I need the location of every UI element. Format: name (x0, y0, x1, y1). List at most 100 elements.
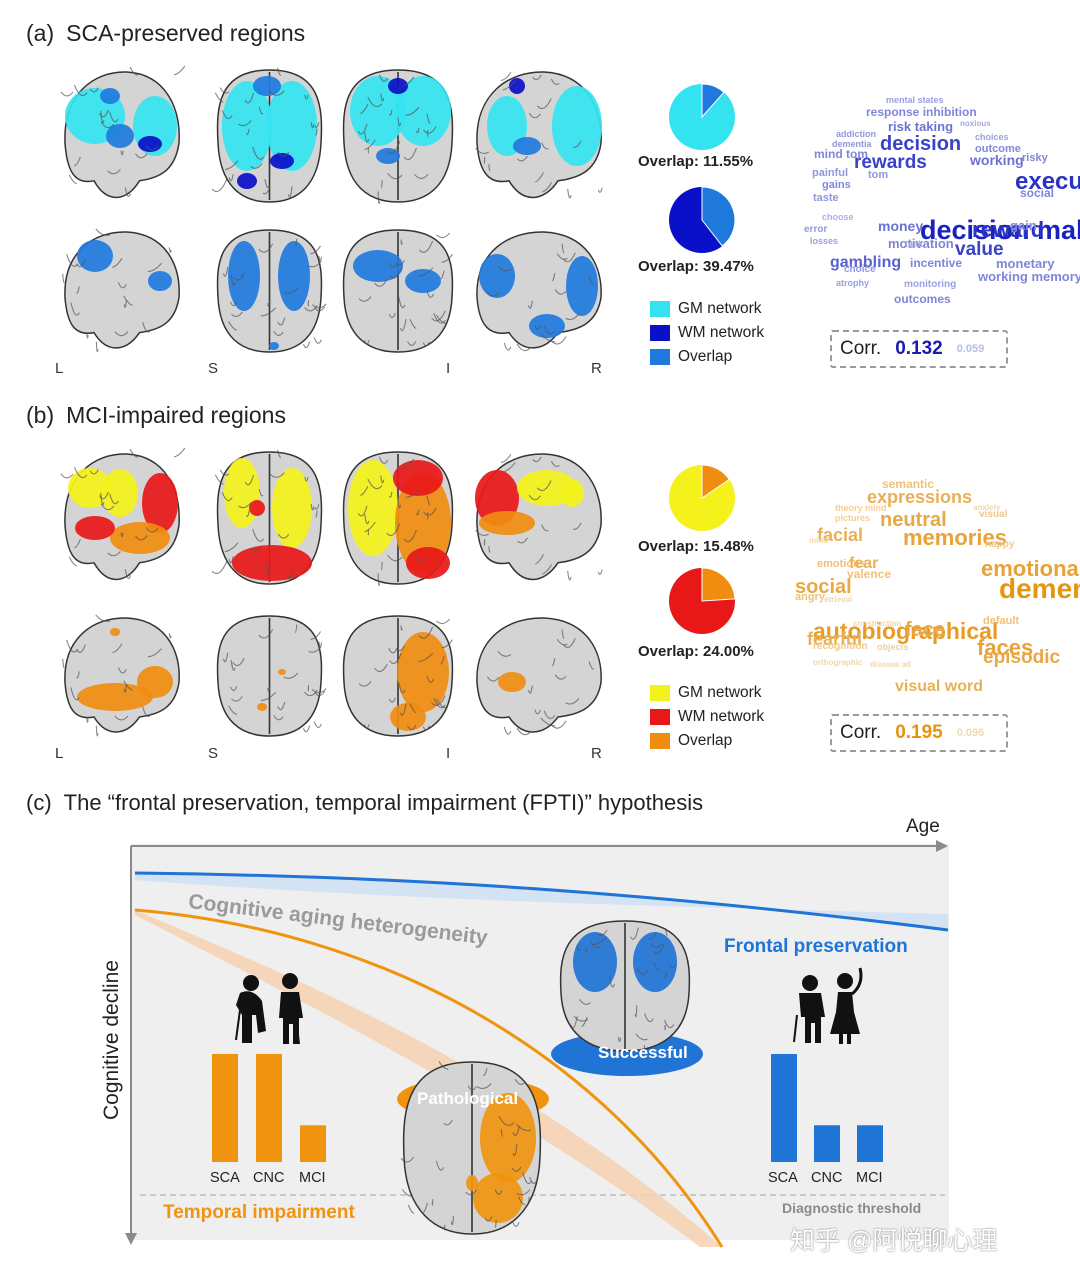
sulcus-line (95, 228, 110, 236)
legend-b-gm-swatch (650, 685, 670, 701)
sulcus-line (567, 188, 572, 199)
sulcus-line (60, 91, 74, 97)
pie-a-gm (669, 83, 735, 150)
cloud-word: risk taking (888, 119, 954, 134)
sulcus-line (310, 121, 315, 129)
sulcus-line (516, 1189, 531, 1196)
sulcus-line (74, 156, 81, 167)
sulcus-line (476, 1083, 492, 1089)
sulcus-line (567, 570, 572, 581)
sulcus-line (512, 1143, 518, 1157)
brain-view-r0-c0 (60, 66, 185, 199)
sulcus-line (219, 87, 230, 94)
sulcus-line (287, 186, 293, 198)
cloud-word: dementia (999, 573, 1080, 604)
pie-overlap-slice (701, 464, 730, 499)
brain-view-r1-c3 (476, 617, 602, 736)
cloud-word: visual word (895, 678, 984, 695)
sulcus-line (422, 725, 430, 731)
activation-region (388, 78, 408, 94)
left-bar-label-mci: MCI (299, 1170, 326, 1186)
sulcus-line (407, 1204, 415, 1214)
sulcus-line (228, 555, 234, 564)
corr-box-b: Corr. 0.195 0.096 (830, 714, 1008, 752)
sulcus-line (423, 508, 437, 516)
right-bar-chart (771, 1054, 883, 1162)
sulcus-line (135, 153, 148, 159)
panel-c-title: (c)The “frontal preservation, temporal i… (26, 790, 703, 816)
activation-region (560, 479, 584, 507)
sulcus-line (438, 1061, 449, 1070)
sulcus-line (267, 299, 271, 307)
panel-b-title-text: MCI-impaired regions (66, 402, 286, 428)
corr-a-secondary: 0.059 (956, 343, 985, 355)
sulcus-line (142, 322, 152, 333)
sulcus-line (556, 638, 568, 646)
sulcus-line (308, 646, 322, 653)
sulcus-line (541, 142, 549, 150)
cloud-word: response inhibition (866, 105, 977, 119)
sulcus-line (358, 296, 372, 302)
cloud-word: tom (868, 169, 889, 181)
sulcus-line (360, 104, 369, 115)
sulcus-line (260, 307, 277, 317)
cloud-word: semantic (882, 477, 935, 491)
sulcus-line (386, 523, 401, 536)
sulcus-line (294, 238, 298, 248)
cloud-word: dementia (832, 139, 872, 149)
cloud-word: value (955, 239, 1004, 260)
cloud-word: taste (813, 192, 839, 204)
cloud-word: happy (985, 539, 1015, 550)
activation-region (110, 628, 120, 636)
sulcus-line (273, 715, 284, 721)
sulcus-line (542, 182, 553, 193)
sulcus-line (512, 1126, 520, 1136)
activation-region (270, 153, 294, 169)
sulcus-line (378, 74, 389, 82)
sulcus-line (262, 187, 271, 195)
sulcus-line (387, 172, 403, 180)
sulcus-line (528, 300, 533, 309)
sulcus-line (367, 478, 383, 490)
brain-view-r1-c0 (62, 228, 180, 353)
sulcus-line (129, 66, 138, 76)
legend-b-wm-swatch (650, 709, 670, 725)
activation-region (222, 81, 272, 171)
brain-view-r0-c3 (475, 71, 603, 199)
activation-region (390, 703, 426, 731)
orient-b-S: S (208, 745, 219, 762)
cloud-word: money (878, 218, 924, 234)
sulcus-line (405, 106, 420, 116)
sulcus-line (252, 528, 265, 542)
sulcus-line (441, 253, 453, 263)
sulcus-line (258, 629, 274, 639)
sulcus-line (68, 174, 77, 185)
cloud-word: default (983, 615, 1020, 627)
sulcus-line (231, 696, 243, 702)
diagnostic-threshold-label: Diagnostic threshold (782, 1200, 922, 1216)
cloud-word: addiction (836, 129, 876, 139)
panel-c-background (131, 844, 949, 1240)
sulcus-line (388, 648, 398, 654)
sulcus-line (374, 663, 388, 673)
sulcus-line (123, 684, 127, 693)
bar-mci (857, 1125, 883, 1162)
sulcus-line (318, 641, 323, 647)
pie-overlap-slice (701, 83, 725, 119)
sulcus-line (581, 1016, 588, 1028)
sulcus-line (228, 705, 238, 715)
bar-cnc (256, 1054, 282, 1162)
sulcus-line (68, 556, 77, 567)
sulcus-line (86, 333, 89, 339)
corr-b-secondary: 0.096 (956, 727, 985, 739)
sulcus-line (475, 147, 490, 154)
sulcus-line (310, 631, 322, 640)
sulcus-line (588, 276, 594, 285)
decline-axis-arrow (125, 1233, 137, 1245)
sulcus-line (294, 624, 298, 634)
sulcus-line (145, 145, 159, 151)
activation-region (77, 683, 153, 711)
overlap-b-gm-text: Overlap: 15.48% (638, 538, 754, 555)
activation-region (137, 666, 173, 698)
sulcus-line (399, 318, 407, 332)
